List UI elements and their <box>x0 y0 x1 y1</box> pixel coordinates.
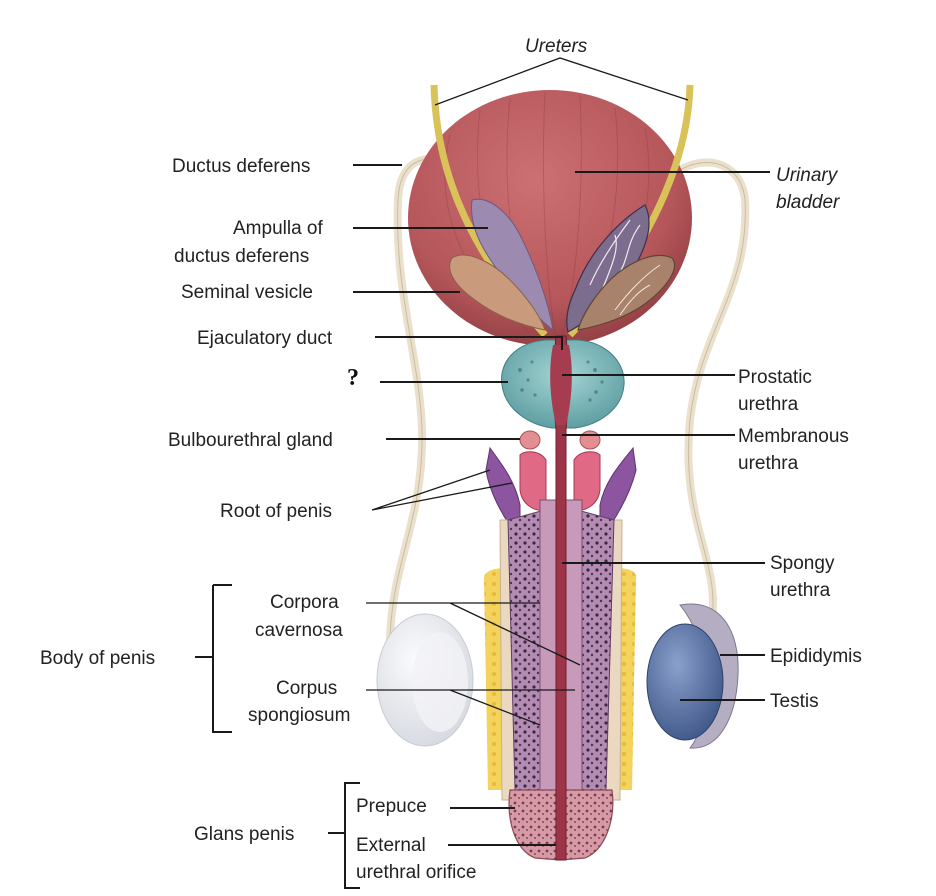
prostate-texture <box>518 360 604 402</box>
ductus-deferens-right-outline <box>649 162 746 621</box>
label-corpora-cavernosa-1: Corpora <box>270 592 339 613</box>
label-glans-penis: Glans penis <box>194 824 294 845</box>
labels: Ureters Ductus deferens Urinary bladder … <box>40 36 862 883</box>
ampulla-left <box>470 198 554 332</box>
seminal-vesicle-left <box>449 254 546 331</box>
label-spongy-urethra-1: Spongy <box>770 553 835 574</box>
label-bulbourethral-gland: Bulbourethral gland <box>168 430 333 451</box>
label-prostatic-urethra-1: Prostatic <box>738 367 812 388</box>
label-external-urethral-orifice-2: urethral orifice <box>356 862 476 883</box>
label-corpus-spongiosum-1: Corpus <box>276 678 337 699</box>
label-body-of-penis: Body of penis <box>40 648 155 669</box>
prostatic-urethra-bulge <box>550 345 572 425</box>
label-testis: Testis <box>770 691 819 712</box>
label-unknown: ? <box>347 365 359 391</box>
label-external-urethral-orifice-1: External <box>356 835 426 856</box>
label-membranous-urethra-1: Membranous <box>738 426 849 447</box>
testis-right <box>646 623 724 741</box>
label-prepuce: Prepuce <box>356 796 427 817</box>
label-membranous-urethra-2: urethra <box>738 453 799 474</box>
ampulla-right <box>566 204 650 333</box>
bulbourethral-gland-right <box>579 430 601 450</box>
label-ductus-deferens: Ductus deferens <box>172 156 310 177</box>
label-root-of-penis: Root of penis <box>220 501 332 522</box>
leader-lines <box>195 57 770 889</box>
label-ureters: Ureters <box>525 36 588 57</box>
label-epididymis: Epididymis <box>770 646 862 667</box>
label-urinary-bladder-2: bladder <box>776 192 840 213</box>
seminal-vesicle-right-lumen <box>614 264 661 316</box>
label-ejaculatory-duct: Ejaculatory duct <box>197 328 333 349</box>
label-corpora-cavernosa-2: cavernosa <box>255 620 343 641</box>
label-ampulla-1: Ampulla of <box>233 218 323 239</box>
label-ampulla-2: ductus deferens <box>174 246 309 267</box>
ductus-deferens-left-outline <box>389 158 469 641</box>
bulbourethral-gland-left <box>519 430 541 450</box>
testis-left-inner <box>412 632 468 732</box>
label-corpus-spongiosum-2: spongiosum <box>248 705 350 726</box>
seminal-vesicle-right <box>577 254 676 331</box>
label-seminal-vesicle: Seminal vesicle <box>181 282 313 303</box>
label-prostatic-urethra-2: urethra <box>738 394 799 415</box>
label-spongy-urethra-2: urethra <box>770 580 831 601</box>
label-urinary-bladder-1: Urinary <box>776 165 839 186</box>
